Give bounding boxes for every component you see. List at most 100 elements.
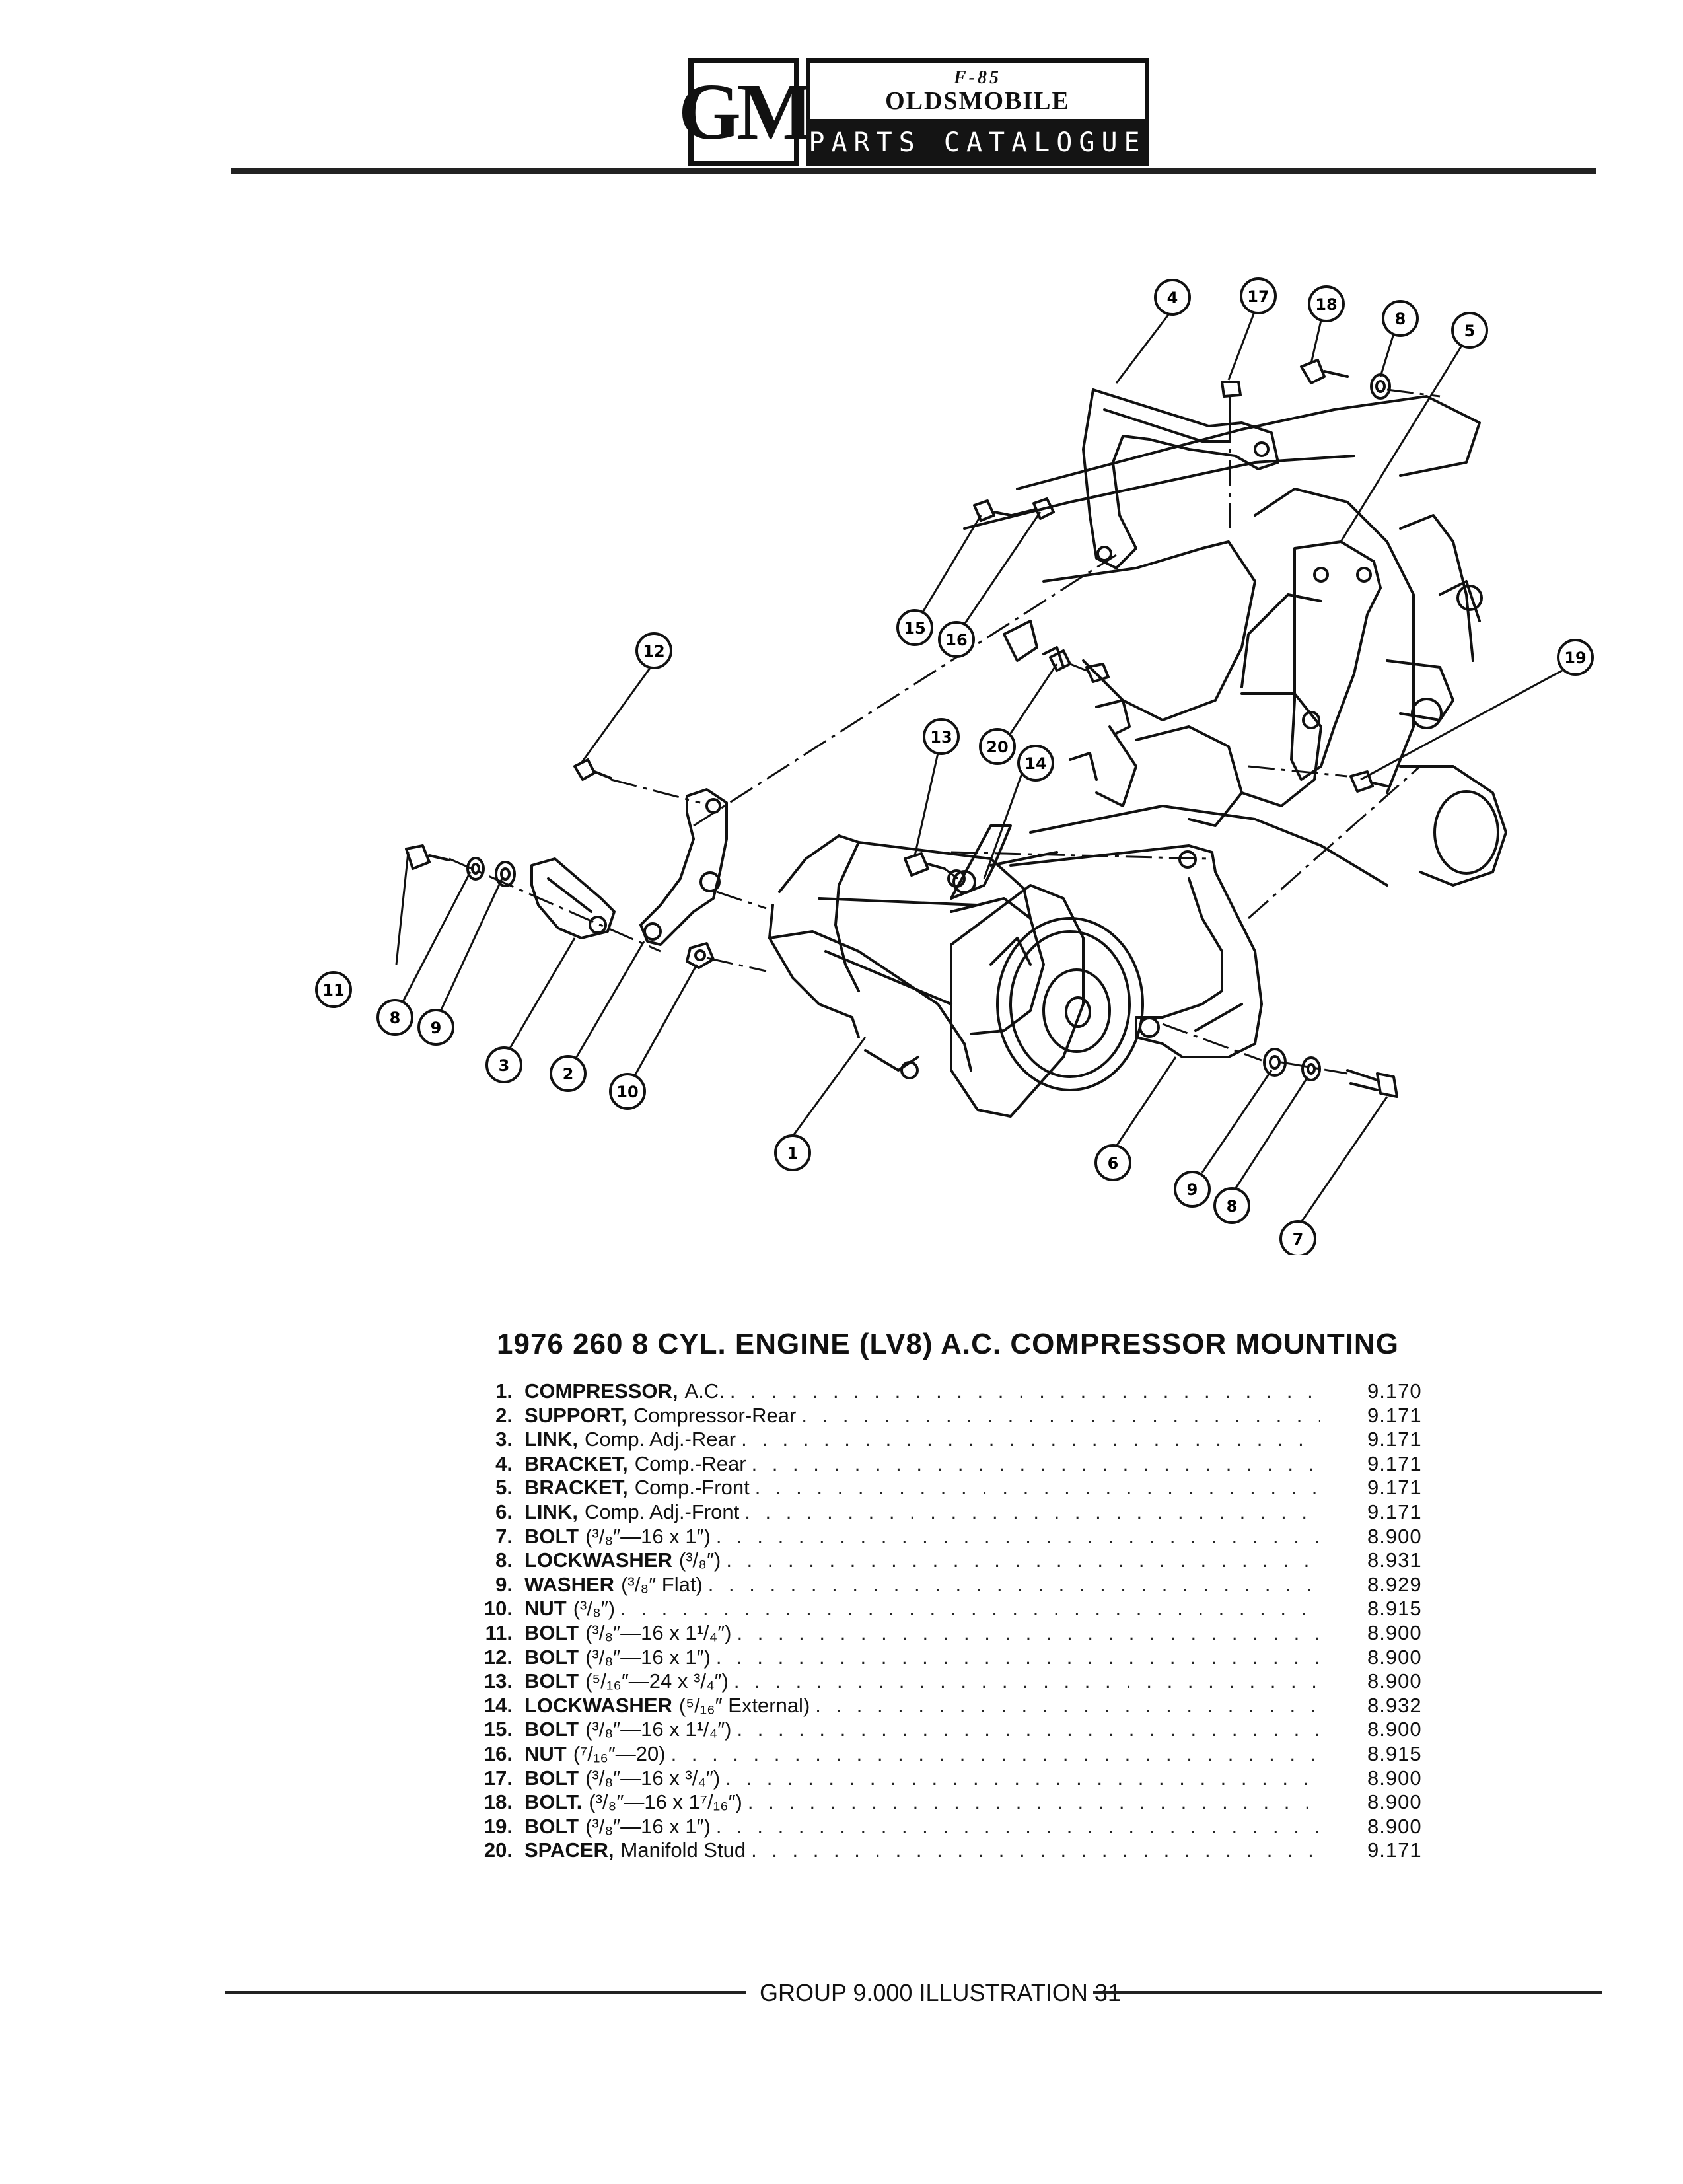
part-number: 12.	[483, 1645, 513, 1669]
group-number: 9.171	[1367, 1428, 1422, 1451]
group-number: 8.900	[1367, 1718, 1422, 1741]
leader-dots: . . . . . . . . . . . . . . . . . . . . …	[744, 1500, 1320, 1523]
part-name: BOLT	[524, 1766, 579, 1790]
leader-dots: . . . . . . . . . . . . . . . . . . . . …	[751, 1451, 1320, 1475]
parts-list-row: 8.LOCKWASHER(³/₈″). . . . . . . . . . . …	[462, 1548, 1433, 1573]
svg-text:11: 11	[322, 981, 344, 1000]
leader-dots: . . . . . . . . . . . . . . . . . . . . …	[670, 1741, 1320, 1765]
part-name: BRACKET,	[524, 1451, 628, 1475]
svg-text:19: 19	[1564, 649, 1586, 667]
callout-8-top: 8	[1382, 300, 1419, 337]
callout-11: 11	[315, 971, 352, 1008]
group-number: 8.915	[1367, 1597, 1422, 1620]
group-number: 8.900	[1367, 1620, 1422, 1644]
group-number: 8.900	[1367, 1645, 1422, 1669]
part-number: 3.	[495, 1428, 513, 1451]
part-number: 20.	[483, 1838, 513, 1862]
group-number: 8.900	[1367, 1766, 1422, 1790]
parts-list-title: 1976 260 8 CYL. ENGINE (LV8) A.C. COMPRE…	[497, 1328, 1399, 1360]
part-description: Manifold Stud	[620, 1838, 746, 1862]
svg-text:13: 13	[930, 728, 952, 746]
part-name: NUT	[524, 1597, 567, 1620]
parts-list-row: 19.BOLT(³/₈″—16 x 1″). . . . . . . . . .…	[462, 1815, 1433, 1839]
svg-text:5: 5	[1464, 322, 1476, 340]
callout-18: 18	[1308, 285, 1345, 322]
leader-dots: . . . . . . . . . . . . . . . . . . . . …	[715, 1645, 1320, 1669]
callout-1: 1	[774, 1134, 811, 1171]
footer-caption: GROUP 9.000 ILLUSTRATION 31	[760, 1979, 1121, 2006]
part-5-front-bracket	[1290, 540, 1382, 781]
parts-list-row: 14.LOCKWASHER(⁵/₁₆″ External). . . . . .…	[462, 1694, 1433, 1718]
fasteners	[405, 359, 1398, 1098]
group-number: 8.931	[1367, 1548, 1422, 1572]
part-number: 11.	[485, 1620, 513, 1644]
parts-list-row: 15.BOLT(³/₈″—16 x 1¹/₄″). . . . . . . . …	[462, 1718, 1433, 1742]
part-number: 9.	[495, 1572, 513, 1596]
group-number: 9.170	[1367, 1379, 1422, 1402]
group-number: 9.171	[1367, 1476, 1422, 1500]
part-name: BRACKET,	[524, 1476, 628, 1500]
part-number: 17.	[483, 1766, 513, 1790]
header-rule	[231, 168, 1596, 174]
svg-text:14: 14	[1024, 754, 1046, 773]
part-description: (³/₈″—16 x 1″)	[585, 1814, 711, 1838]
parts-list-row: 17.BOLT(³/₈″—16 x ³/₄″). . . . . . . . .…	[462, 1766, 1433, 1791]
callout-4: 4	[1154, 279, 1191, 316]
part-name: BOLT.	[524, 1790, 583, 1814]
part-name: SUPPORT,	[524, 1403, 627, 1427]
svg-text:10: 10	[616, 1083, 638, 1101]
leader-dots: . . . . . . . . . . . . . . . . . . . . …	[736, 1718, 1320, 1741]
callout-12: 12	[635, 632, 672, 669]
callout-7: 7	[1279, 1220, 1316, 1255]
part-name: LINK,	[524, 1500, 578, 1523]
part-name: LINK,	[524, 1428, 578, 1451]
part-number: 6.	[495, 1500, 513, 1523]
callout-14: 14	[1017, 745, 1054, 782]
part-name: LOCKWASHER	[524, 1693, 672, 1717]
catalogue-subtitle: PARTS CATALOGUE	[806, 119, 1149, 166]
part-number: 16.	[483, 1741, 513, 1765]
callout-8-lower: 8	[1213, 1187, 1250, 1224]
part-number: 18.	[483, 1790, 513, 1814]
leader-dots: . . . . . . . . . . . . . . . . . . . . …	[729, 1379, 1320, 1402]
leader-dots: . . . . . . . . . . . . . . . . . . . . …	[815, 1693, 1320, 1717]
leader-dots: . . . . . . . . . . . . . . . . . . . . …	[801, 1403, 1320, 1427]
leader-dots: . . . . . . . . . . . . . . . . . . . . …	[715, 1814, 1320, 1838]
part-number: 19.	[483, 1814, 513, 1838]
brand-name: OLDSMOBILE	[885, 87, 1070, 115]
part-name: WASHER	[524, 1572, 615, 1596]
parts-list-row: 9.WASHER(³/₈″ Flat). . . . . . . . . . .…	[462, 1573, 1433, 1597]
part-name: BOLT	[524, 1524, 579, 1548]
engine-block-drawing	[963, 395, 1507, 887]
brand-box: F-85 OLDSMOBILE PARTS CATALOGUE	[806, 58, 1149, 166]
footer-rule-left	[225, 1991, 746, 1994]
group-number: 8.900	[1367, 1524, 1422, 1548]
part-description: (³/₈″—16 x 1″)	[585, 1645, 711, 1669]
leader-dots: . . . . . . . . . . . . . . . . . . . . …	[741, 1428, 1320, 1451]
part-description: (⁵/₁₆″—24 x ³/₄″)	[585, 1669, 729, 1693]
callout-3: 3	[485, 1046, 522, 1083]
parts-list-row: 6.LINK,Comp. Adj.-Front. . . . . . . . .…	[462, 1500, 1433, 1525]
part-name: BOLT	[524, 1718, 579, 1741]
part-3-link-rear	[530, 857, 616, 939]
part-name: SPACER,	[524, 1838, 614, 1862]
part-name: NUT	[524, 1741, 567, 1765]
part-number: 13.	[483, 1669, 513, 1693]
svg-text:7: 7	[1293, 1230, 1304, 1249]
gm-logo-box: GM	[678, 58, 813, 166]
parts-list-row: 13.BOLT(⁵/₁₆″—24 x ³/₄″). . . . . . . . …	[462, 1669, 1433, 1694]
leader-dots: . . . . . . . . . . . . . . . . . . . . …	[726, 1548, 1320, 1572]
callout-17: 17	[1240, 277, 1277, 314]
svg-text:12: 12	[643, 642, 664, 661]
callout-circles: 1 2 3 4 5 6 7 8 8 8 9 9 10 11 12 13 14 1…	[315, 277, 1594, 1255]
part-description: A.C.	[684, 1379, 725, 1402]
leader-dots: . . . . . . . . . . . . . . . . . . . . …	[725, 1766, 1320, 1790]
part-description: (³/₈″—16 x 1⁷/₁₆″)	[589, 1790, 742, 1814]
part-number: 5.	[495, 1476, 513, 1500]
parts-list-row: 7.BOLT(³/₈″—16 x 1″). . . . . . . . . . …	[462, 1525, 1433, 1549]
leader-dots: . . . . . . . . . . . . . . . . . . . . …	[747, 1790, 1320, 1814]
part-description: Comp. Adj.-Rear	[584, 1428, 736, 1451]
part-6-link-front	[1009, 844, 1263, 1058]
callout-15: 15	[896, 609, 933, 646]
svg-text:6: 6	[1108, 1154, 1119, 1173]
